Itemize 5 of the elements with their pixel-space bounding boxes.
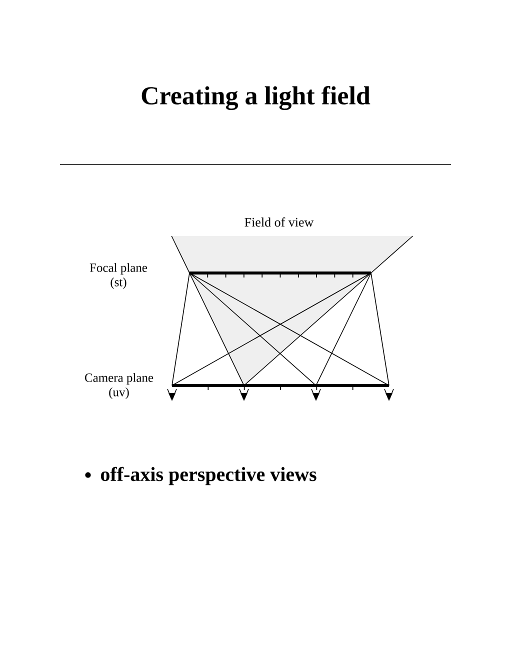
- plane-label: Camera plane (uv): [84, 373, 154, 399]
- field-of-view-label: Field of view: [244, 217, 314, 227]
- title: Creating a light field: [142, 86, 370, 110]
- plane-label: Focal plane (st): [90, 263, 148, 289]
- bullet-text: off-axis perspective views: [100, 466, 316, 486]
